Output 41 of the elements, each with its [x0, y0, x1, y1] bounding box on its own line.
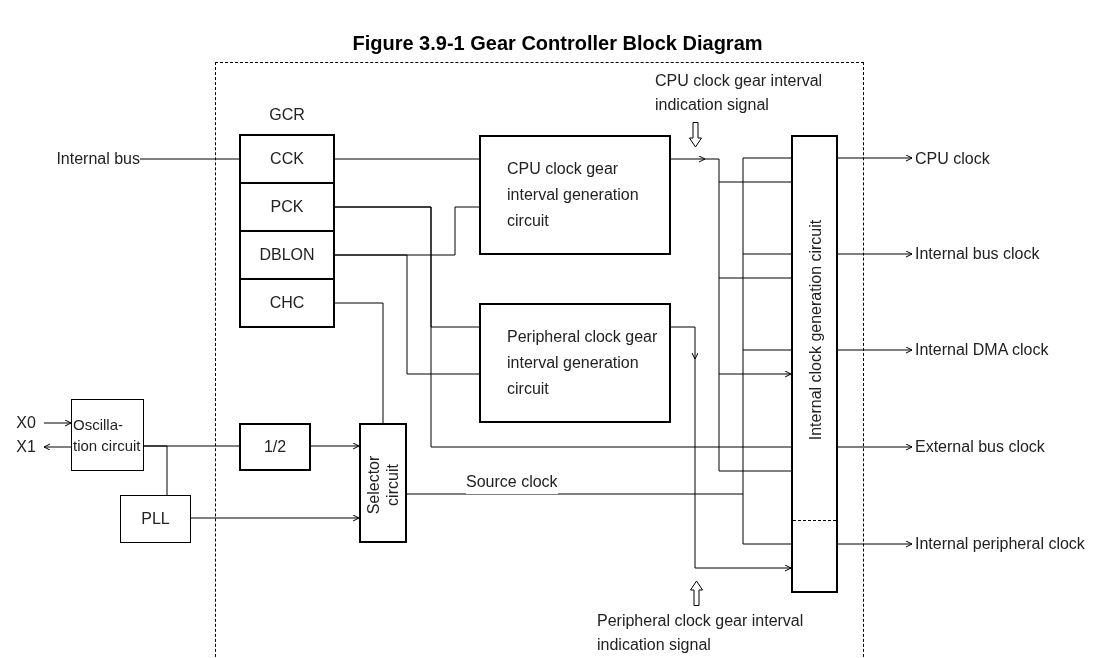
signal-line — [310, 442, 360, 450]
signal-note: CPU clock gear interval indication signal — [655, 71, 824, 115]
signal-line — [837, 540, 913, 548]
signal-line — [43, 443, 72, 451]
divider-block: 1/2 — [239, 423, 311, 471]
oscillator-block: Oscilla-tion circuit — [71, 399, 144, 471]
signal-line — [837, 154, 913, 162]
signal-name: X1 — [8, 436, 44, 458]
signal-name: Internal bus clock — [912, 243, 1112, 265]
pll-block: PLL — [120, 495, 191, 543]
signal-line — [837, 250, 913, 258]
signal-line — [670, 326, 792, 572]
signal-line — [143, 445, 168, 496]
signal-line — [837, 443, 913, 451]
vertical-block: Selector circuit — [359, 423, 407, 543]
signal-name: CPU clock — [912, 148, 1112, 170]
signal-name: X0 — [8, 412, 44, 434]
register-field: CHC — [239, 278, 335, 328]
register-field: DBLON — [239, 230, 335, 280]
signal-name: Internal bus — [30, 149, 140, 169]
signal-name: Internal DMA clock — [912, 339, 1112, 361]
signal-line — [670, 155, 792, 472]
register-field: PCK — [239, 182, 335, 232]
signal-line — [334, 254, 480, 375]
circuit-block: Peripheral clock gear interval generation circuit — [479, 303, 671, 423]
signal-line — [139, 158, 240, 160]
circuit-block: CPU clock gear interval generation circuit — [479, 135, 671, 255]
signal-line — [190, 514, 360, 522]
signal-line — [334, 206, 792, 448]
signal-name: External bus clock — [912, 436, 1112, 458]
signal-line — [837, 346, 913, 354]
signal-line — [43, 419, 72, 427]
signal-line — [406, 157, 792, 545]
register-field: CCK — [239, 134, 335, 184]
signal-line — [334, 302, 384, 424]
register-name: GCR — [268, 105, 306, 125]
signal-name: Internal peripheral clock — [912, 533, 1112, 555]
vertical-block: Internal clock generation circuit — [791, 135, 838, 593]
signal-note: Peripheral clock gear interval indication signal — [597, 611, 805, 655]
signal-line — [334, 158, 480, 160]
figure-title: Figure 3.9-1 Gear Controller Block Diagram — [351, 31, 764, 56]
